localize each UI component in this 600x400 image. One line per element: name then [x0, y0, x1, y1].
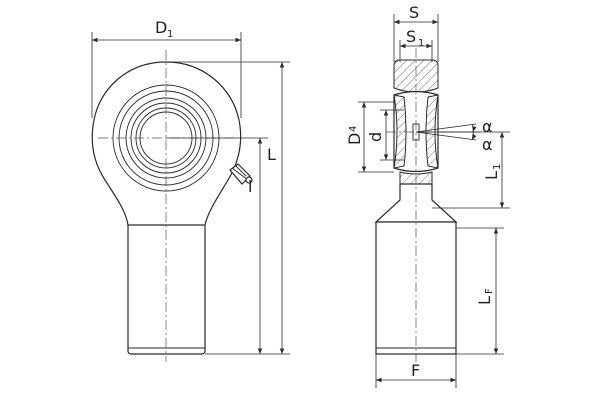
label-lf: L — [475, 296, 494, 305]
label-s1-sub: 1 — [418, 38, 424, 49]
label-d1-sub: 1 — [167, 29, 173, 40]
dimension-s: S — [393, 3, 439, 62]
dimension-f: F — [375, 354, 457, 388]
side-ball-left — [393, 94, 407, 169]
label-l-small: l — [248, 177, 252, 196]
dimension-s1: S 1 — [399, 27, 433, 62]
dimension-l-small: l — [166, 137, 268, 354]
label-lf-sub: F — [484, 288, 495, 294]
label-f: F — [411, 361, 420, 380]
label-d4-sub: 4 — [348, 126, 359, 132]
label-l: L — [267, 145, 276, 164]
dimension-d4: D 4 — [345, 101, 394, 173]
label-l1: L — [482, 171, 501, 180]
label-s1: S — [406, 27, 416, 46]
front-shank — [127, 221, 206, 355]
side-ball-right — [425, 94, 439, 169]
label-s: S — [409, 3, 419, 22]
label-d: d — [366, 132, 385, 142]
label-d1: D — [155, 18, 167, 37]
side-view — [374, 48, 458, 362]
dimension-d1: D 1 — [91, 18, 242, 118]
label-l1-sub: 1 — [492, 164, 503, 170]
dimension-d: d — [366, 109, 404, 161]
dimension-l: L — [166, 61, 290, 355]
label-alpha-top: α — [482, 117, 493, 136]
label-d4: D — [345, 133, 364, 145]
dimension-l1: L 1 — [432, 131, 510, 209]
grease-nipple-icon — [229, 163, 253, 185]
dimension-lf: L F — [456, 227, 504, 355]
front-view — [91, 50, 253, 362]
label-alpha-bottom: α — [482, 135, 493, 154]
